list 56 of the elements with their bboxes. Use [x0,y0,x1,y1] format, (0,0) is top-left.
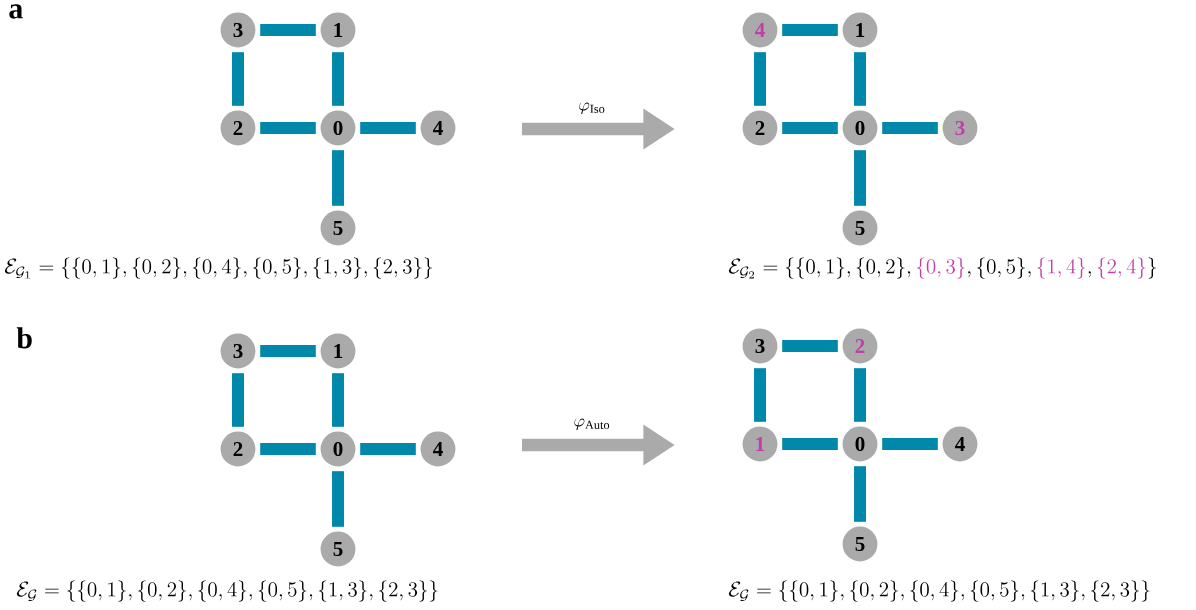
graph-edge [782,438,838,450]
graph-edge [260,24,316,36]
edge-set-formula: $\mathcal{E}_{\mathcal{G}}=\{\{0,1\},\{0,2\},\{0,4\},\{0,5\},\{1,3\},\{2,3\}\}$ [728,580,1150,602]
graph-edge [260,443,316,455]
graph-vertex: 1 [840,10,880,50]
graph-vertex: 4 [418,429,458,469]
graph-edge [754,52,766,106]
graph-edge [882,122,938,134]
graph-vertex: 0 [840,108,880,148]
graph-edge [754,368,766,422]
graph-vertex: 2 [218,108,258,148]
graph-vertex: 3 [218,10,258,50]
edge-set-formula: $\mathcal{E}_{\mathcal{G}_1}=\{\{0,1\},\{0,2\},\{0,4\},\{0,5\},\{1,3\},\{2,3\}\}$ [4,257,433,279]
graph-vertex: 0 [318,108,358,148]
edge-set-formula: $\mathcal{E}_{\mathcal{G}}=\{\{0,1\},\{0,2\},\{0,4\},\{0,5\},\{1,3\},\{2,3\}\}$ [16,580,438,602]
graph-vertex: 1 [318,10,358,50]
graph-edge [332,150,344,206]
graph-edge [782,122,838,134]
graph-edge [854,52,866,106]
graph-edge [260,122,316,134]
graph-vertex: 0 [840,424,880,464]
graph-vertex: 4 [418,108,458,148]
graph-vertex: 4 [740,10,780,50]
edge-set-formula: $\mathcal{E}_{\mathcal{G}_2}=\{\{0,1\},\{0,2\},\textcolor[HTML]{C03FA8}{\{0,3\}},\{0,5\},\textcolor[HTML]{C03FA8}{\{1,4\}},\textcolor[HTML]{C03FA8}{\{2,4\}}\}$ [728,257,1157,279]
graph-edge [260,345,316,357]
graph-edge [782,340,838,352]
graph-edge [854,466,866,522]
graph-edge [360,443,416,455]
graph-edge [232,373,244,427]
graph-vertex: 2 [740,108,780,148]
graph-vertex: 5 [318,529,358,569]
graph-vertex: 2 [218,429,258,469]
graph-edge [232,52,244,106]
graph-edge [332,471,344,527]
graph-vertex: 2 [840,326,880,366]
graph-vertex: 0 [318,429,358,469]
graph-vertex: 1 [740,424,780,464]
graph-vertex: 3 [740,326,780,366]
graph-edge [332,52,344,106]
graph-vertex: 1 [318,331,358,371]
mapping-label: $\varphi_{\mathrm{Iso}}$ [579,102,605,115]
graph-edge [882,438,938,450]
graph-edge [332,373,344,427]
graph-vertex: 5 [840,524,880,564]
graph-vertex: 5 [318,208,358,248]
graph-edge [854,150,866,206]
graph-vertex: 5 [840,208,880,248]
graph-vertex: 3 [940,108,980,148]
graph-edge [854,368,866,422]
graph-vertex: 3 [218,331,258,371]
graph-edge [360,122,416,134]
mapping-label: $\varphi_{\mathrm{Auto}}$ [574,418,610,431]
graph-edge [782,24,838,36]
panel-label: a [9,4,23,19]
graph-vertex: 4 [940,424,980,464]
panel-label: b [16,327,32,349]
